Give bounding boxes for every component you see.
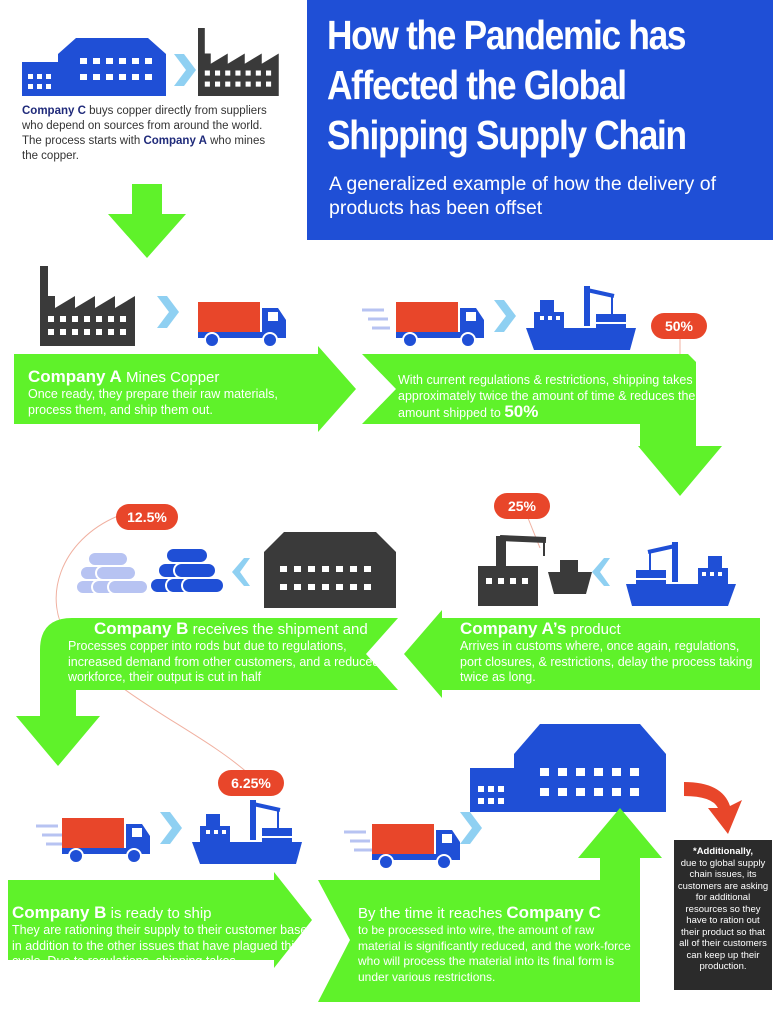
step6-body: to be processed into wire, the amount of…	[358, 923, 631, 984]
truck-icon	[371, 823, 461, 870]
company-c-building-icon	[22, 38, 166, 96]
cargo-ship-icon	[190, 798, 304, 866]
company-c-building-icon	[470, 724, 666, 812]
step4-arrow	[16, 618, 398, 766]
step5-arrow	[8, 872, 312, 968]
additional-note: *Additionally, due to global supply chai…	[674, 840, 772, 990]
chevron-icon	[157, 296, 179, 328]
copper-rods-light-icon	[75, 551, 149, 595]
truck-icon	[61, 817, 151, 864]
cargo-ship-icon	[624, 540, 738, 608]
step5-heading: is ready to ship	[106, 905, 212, 922]
truck-icon	[395, 301, 485, 348]
step3-text: Company A’s product Arrives in customs w…	[460, 620, 760, 686]
factory-icon	[40, 266, 135, 346]
step4-heading: receives the shipment and	[188, 621, 368, 638]
step2-text: With current regulations & restrictions,…	[398, 373, 698, 422]
cargo-ship-icon	[524, 284, 638, 352]
step3-body: Arrives in customs where, once again, re…	[460, 639, 753, 684]
step4-text: Company B receives the shipment and Proc…	[68, 620, 404, 686]
step3-company: Company A’s	[460, 619, 567, 638]
badge-6-25-percent: 6.25%	[218, 770, 284, 796]
page-title: How the Pandemic has Affected the Global…	[327, 12, 687, 158]
step1-body: Once ready, they prepare their raw mater…	[28, 387, 278, 417]
intro-text-part1: buys copper directly from suppliers who …	[22, 105, 267, 147]
intro-text-part2: who mines the copper.	[22, 135, 266, 162]
speed-lines-icon	[342, 830, 374, 852]
badge-50-percent: 50%	[651, 313, 707, 339]
step6-heading: By the time it reaches	[358, 905, 507, 922]
chevron-left-icon	[592, 558, 610, 586]
chevron-left-icon	[232, 558, 250, 586]
badge-25-percent: 25%	[494, 493, 550, 519]
step1-company: Company A	[28, 367, 122, 386]
step5-company: Company B	[12, 903, 107, 922]
step6-company: Company C	[506, 903, 601, 922]
step5-text: Company B is ready to ship They are rati…	[12, 904, 312, 985]
step1-arrow	[14, 346, 356, 432]
step6-arrow	[318, 808, 662, 1002]
step2-body: With current regulations & restrictions,…	[398, 373, 696, 420]
step2-percent: 50%	[504, 402, 539, 421]
speed-lines-icon	[360, 308, 392, 330]
step6-text: By the time it reaches Company C to be p…	[358, 904, 638, 985]
chevron-icon	[174, 54, 196, 86]
step5-body: They are rationing their supply to their…	[12, 923, 308, 984]
note-body: due to global supply chain issues, its c…	[677, 857, 769, 973]
step1-heading: Mines Copper	[121, 369, 220, 386]
step2-arrow	[362, 354, 722, 496]
badge-12-5-percent: 12.5%	[116, 504, 178, 530]
curved-arrow-icon	[684, 782, 742, 834]
chevron-icon	[494, 300, 516, 332]
company-a-label: Company A	[143, 135, 207, 147]
note-heading: *Additionally,	[693, 846, 753, 857]
step3-heading: product	[566, 621, 621, 638]
step1-text: Company A Mines Copper Once ready, they …	[28, 368, 318, 418]
factory-icon	[198, 28, 279, 96]
page-subtitle: A generalized example of how the deliver…	[329, 173, 716, 219]
down-arrow-icon	[108, 184, 186, 258]
copper-rods-blue-icon	[149, 547, 225, 594]
warehouse-icon	[264, 532, 396, 608]
title-box: How the Pandemic has Affected the Global…	[307, 0, 773, 240]
chevron-icon	[460, 812, 482, 844]
step4-body: Processes copper into rods but due to re…	[68, 639, 380, 684]
truck-icon	[197, 301, 287, 348]
step3-arrow	[404, 610, 760, 698]
speed-lines-icon	[34, 824, 66, 846]
chevron-icon	[160, 812, 182, 844]
step4-company: Company B	[94, 619, 189, 638]
customs-port-icon	[478, 535, 592, 606]
company-c-label: Company C	[22, 105, 86, 117]
intro-text: Company C buys copper directly from supp…	[22, 104, 282, 164]
